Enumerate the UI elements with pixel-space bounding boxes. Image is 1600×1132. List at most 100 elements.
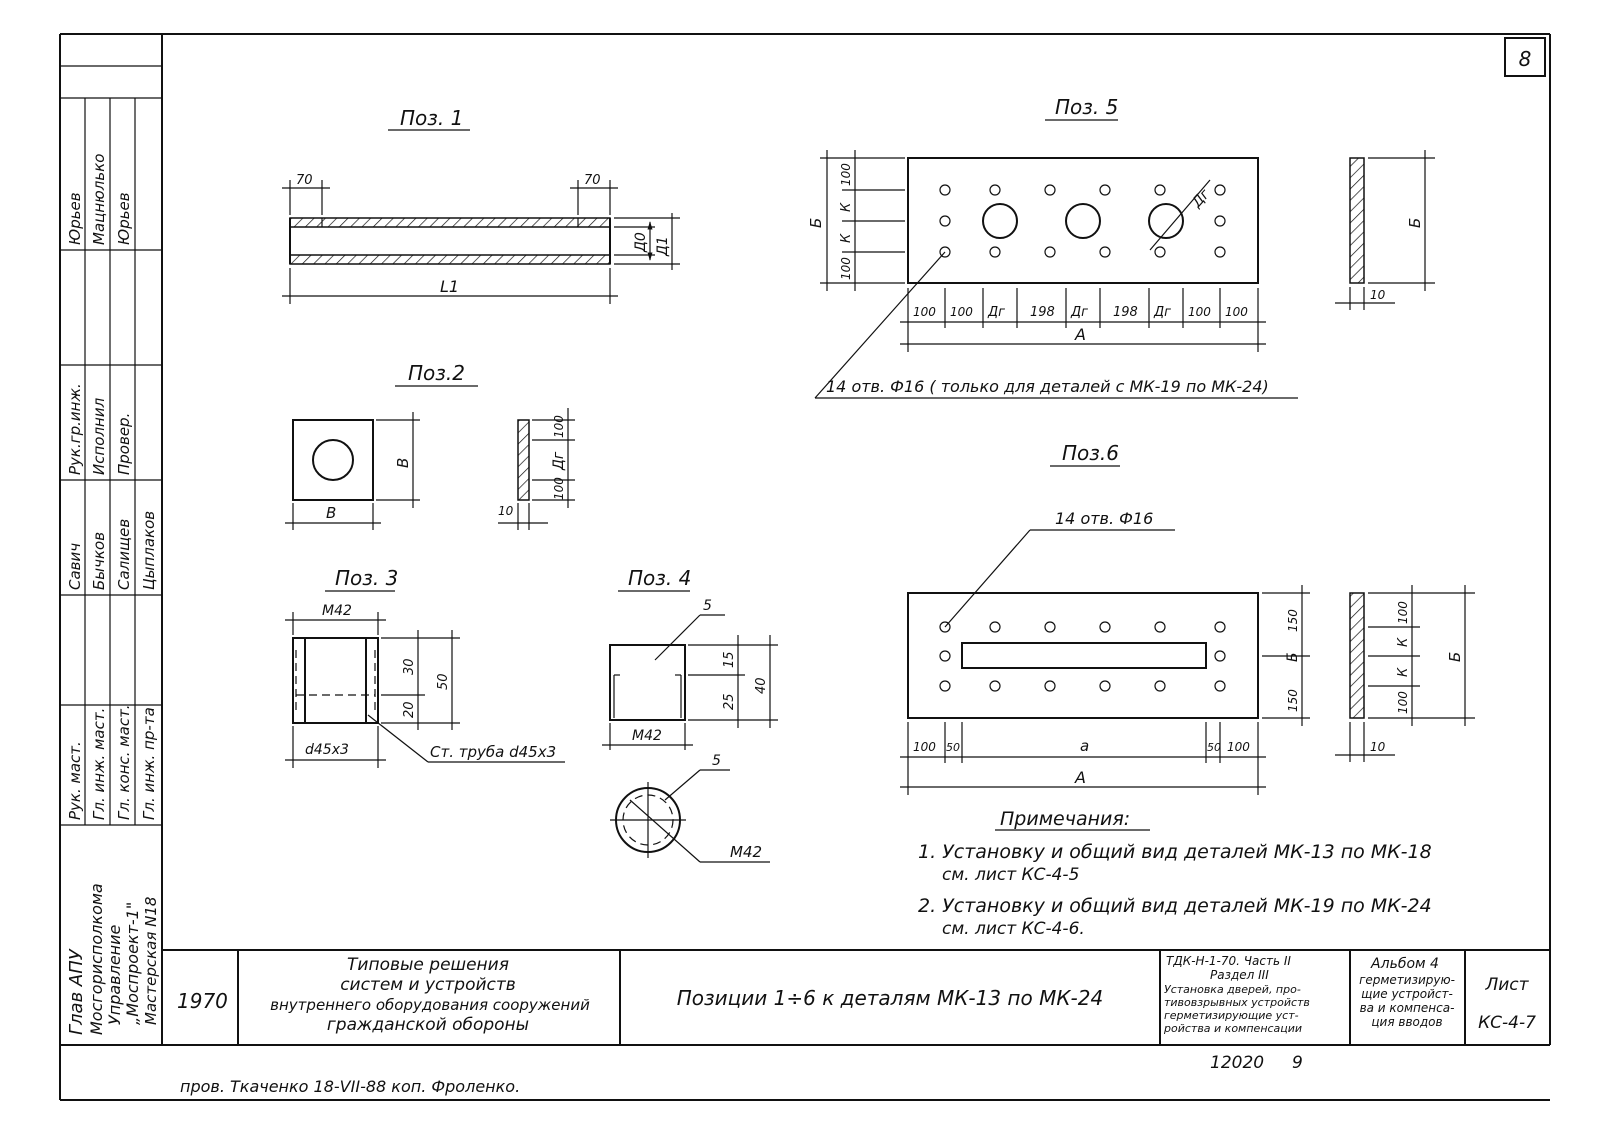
name-matsnyulko: Мацнюлько	[90, 154, 108, 245]
poz2-dim-thk: 10	[498, 504, 514, 518]
org-line-2: Мосгорисполкома	[87, 883, 106, 1035]
poz5-bdim-9: 100	[1225, 305, 1248, 319]
poz3-drawing: Поз. 3 М42 30 20 50 d45х3 Ст. труба d45х…	[285, 566, 565, 768]
poz1-label: Поз. 1	[400, 106, 463, 130]
role-4: Гл. инж. пр-та	[140, 707, 158, 820]
poz5-leader: 14 отв. Ф16 ( только для деталей с МК-19…	[826, 377, 1269, 396]
bottom-code: 12020	[1210, 1053, 1264, 1073]
poz5-label: Поз. 5	[1055, 95, 1118, 119]
sheet-number-box: 8	[1504, 37, 1546, 77]
poz1-dim-left: 70	[296, 173, 313, 188]
series-line-5: герметизирующие уст-	[1164, 1009, 1299, 1022]
poz4-drawing: Поз. 4 5 15 25 40 М42 5 М42	[602, 566, 778, 863]
poz6-dim-b: Б	[1285, 652, 1301, 662]
name-yuryev-2: Юрьев	[115, 192, 133, 245]
sheet-number: 8	[1519, 47, 1532, 71]
series-line-3: Установка дверей, про-	[1164, 983, 1301, 996]
poz1-dim-d1: Д1	[655, 236, 671, 257]
poz2-label: Поз.2	[408, 361, 465, 385]
poz5-bdim-1: 100	[913, 305, 936, 319]
poz3-leader: Ст. труба d45х3	[430, 743, 556, 761]
poz4-callout-circle: 5	[712, 753, 721, 769]
note-2-line-2: см. лист КС-4-6.	[942, 919, 1085, 939]
poz5-dim-k1: К	[839, 202, 854, 212]
note-1-line-1: 1. Установку и общий вид деталей МК-13 п…	[918, 841, 1432, 863]
name-tsyplakov: Цыплаков	[140, 511, 158, 590]
left-stamp: Рук. маст. Гл. инж. маст. Гл. конс. маст…	[60, 65, 162, 1035]
poz3-dim-20: 20	[402, 701, 417, 718]
poz6-side-100-bot: 100	[1396, 691, 1410, 714]
album-line-4: ва и компенса-	[1360, 1001, 1455, 1015]
poz2-dim-b-right: В	[394, 458, 412, 468]
poz3-label: Поз. 3	[335, 566, 398, 590]
poz5-holes	[939, 184, 1226, 258]
series-line-6: ройства и компенсации	[1163, 1022, 1302, 1035]
poz6-bdim-2: 50	[946, 741, 960, 754]
poz4-label: Поз. 4	[628, 566, 691, 590]
poz4-callout-top: 5	[703, 598, 712, 614]
poz2-dim-top: 100	[552, 415, 566, 438]
poz5-bdim-3: Дг	[987, 305, 1005, 320]
album-line-1: Альбом 4	[1370, 956, 1439, 972]
note-2-line-1: 2. Установку и общий вид деталей МК-19 п…	[918, 895, 1432, 917]
list-number: КС-4-7	[1478, 1013, 1536, 1033]
poz6-bdim-1: 100	[913, 740, 936, 754]
album-line-5: ция вводов	[1371, 1015, 1442, 1029]
org-line-4: „Моспроект-1"	[123, 902, 142, 1025]
poz4-dim-bottom: М42	[632, 728, 662, 744]
poz5-dim-k2: К	[839, 233, 854, 243]
project-line-4: гражданской обороны	[327, 1015, 529, 1035]
poz2-dim-dg: Дг	[551, 451, 567, 471]
poz6-side-b: Б	[1446, 652, 1464, 662]
poz6-label: Поз.6	[1062, 441, 1119, 465]
role2-2: Исполнил	[90, 397, 108, 475]
poz2-drawing: Поз.2 В В 100 Дг 100 10	[285, 361, 575, 530]
name-savich: Савич	[66, 543, 84, 590]
name-yuryev-1: Юрьев	[66, 192, 84, 245]
poz6-side-k1: К	[1396, 637, 1411, 647]
poz6-bottom-dim-chain: 100 50 a 50 100 А	[900, 722, 1266, 795]
series-line-2: Раздел III	[1210, 968, 1269, 982]
poz5-dim-dg: Дг	[1188, 186, 1213, 212]
poz5-bdim-5: Дг	[1070, 305, 1088, 320]
poz6-bdim-5: 100	[1227, 740, 1250, 754]
poz4-dim-40: 40	[754, 677, 769, 694]
poz5-dim-b: Б	[807, 218, 825, 228]
poz2-dim-b-bottom: В	[326, 504, 336, 522]
org-line-1: Глав АПУ	[66, 948, 87, 1035]
notes-title: Примечания:	[1000, 808, 1130, 830]
poz1-dim-l1: L1	[440, 277, 459, 296]
poz4-dim-25: 25	[722, 693, 737, 710]
poz1-drawing: Поз. 1 70 70 Д0 Д1 L1	[282, 106, 680, 304]
poz5-bdim-6: 198	[1113, 305, 1138, 320]
poz5-side-b: Б	[1406, 218, 1424, 228]
poz6-bdim-4: 50	[1207, 741, 1221, 754]
poz1-dim-right: 70	[584, 173, 601, 188]
org-line-5: Мастерская N18	[142, 897, 160, 1025]
poz6-bdim-3: a	[1080, 737, 1089, 755]
poz3-dim-30: 30	[402, 658, 417, 675]
poz5-bdim-4: 198	[1030, 305, 1055, 320]
poz1-dim-d0: Д0	[633, 232, 649, 253]
poz6-dim-150-top: 150	[1286, 609, 1300, 632]
project-line-3: внутреннего оборудования сооружений	[270, 996, 590, 1014]
poz3-dim-50: 50	[436, 673, 451, 690]
poz6-dim-a: А	[1074, 768, 1086, 787]
poz2-dim-bottom: 100	[552, 477, 566, 500]
poz5-bdim-2: 100	[950, 305, 973, 319]
poz4-dim-15: 15	[722, 651, 737, 668]
poz5-dim-100-top: 100	[839, 163, 853, 186]
sheet-title: Позиции 1÷6 к деталям МК-13 по МК-24	[677, 986, 1103, 1010]
name-salishchev: Салищев	[115, 519, 133, 590]
poz6-leader: 14 отв. Ф16	[1055, 509, 1153, 528]
project-line-2: систем и устройств	[340, 975, 516, 995]
poz6-drawing: Поз.6 14 отв. Ф16 150 Б 150 100 К К 10	[900, 441, 1475, 795]
role2-3: Провер.	[115, 413, 133, 475]
handwritten-note: пров. Ткаченко 18-VII-88 коп. Фроленко.	[180, 1077, 520, 1096]
poz5-dim-100-bot: 100	[839, 257, 853, 280]
poz6-side-10: 10	[1370, 740, 1386, 754]
bottom-page: 9	[1292, 1053, 1303, 1073]
poz5-bdim-8: 100	[1188, 305, 1211, 319]
poz3-dim-top: М42	[322, 603, 352, 619]
